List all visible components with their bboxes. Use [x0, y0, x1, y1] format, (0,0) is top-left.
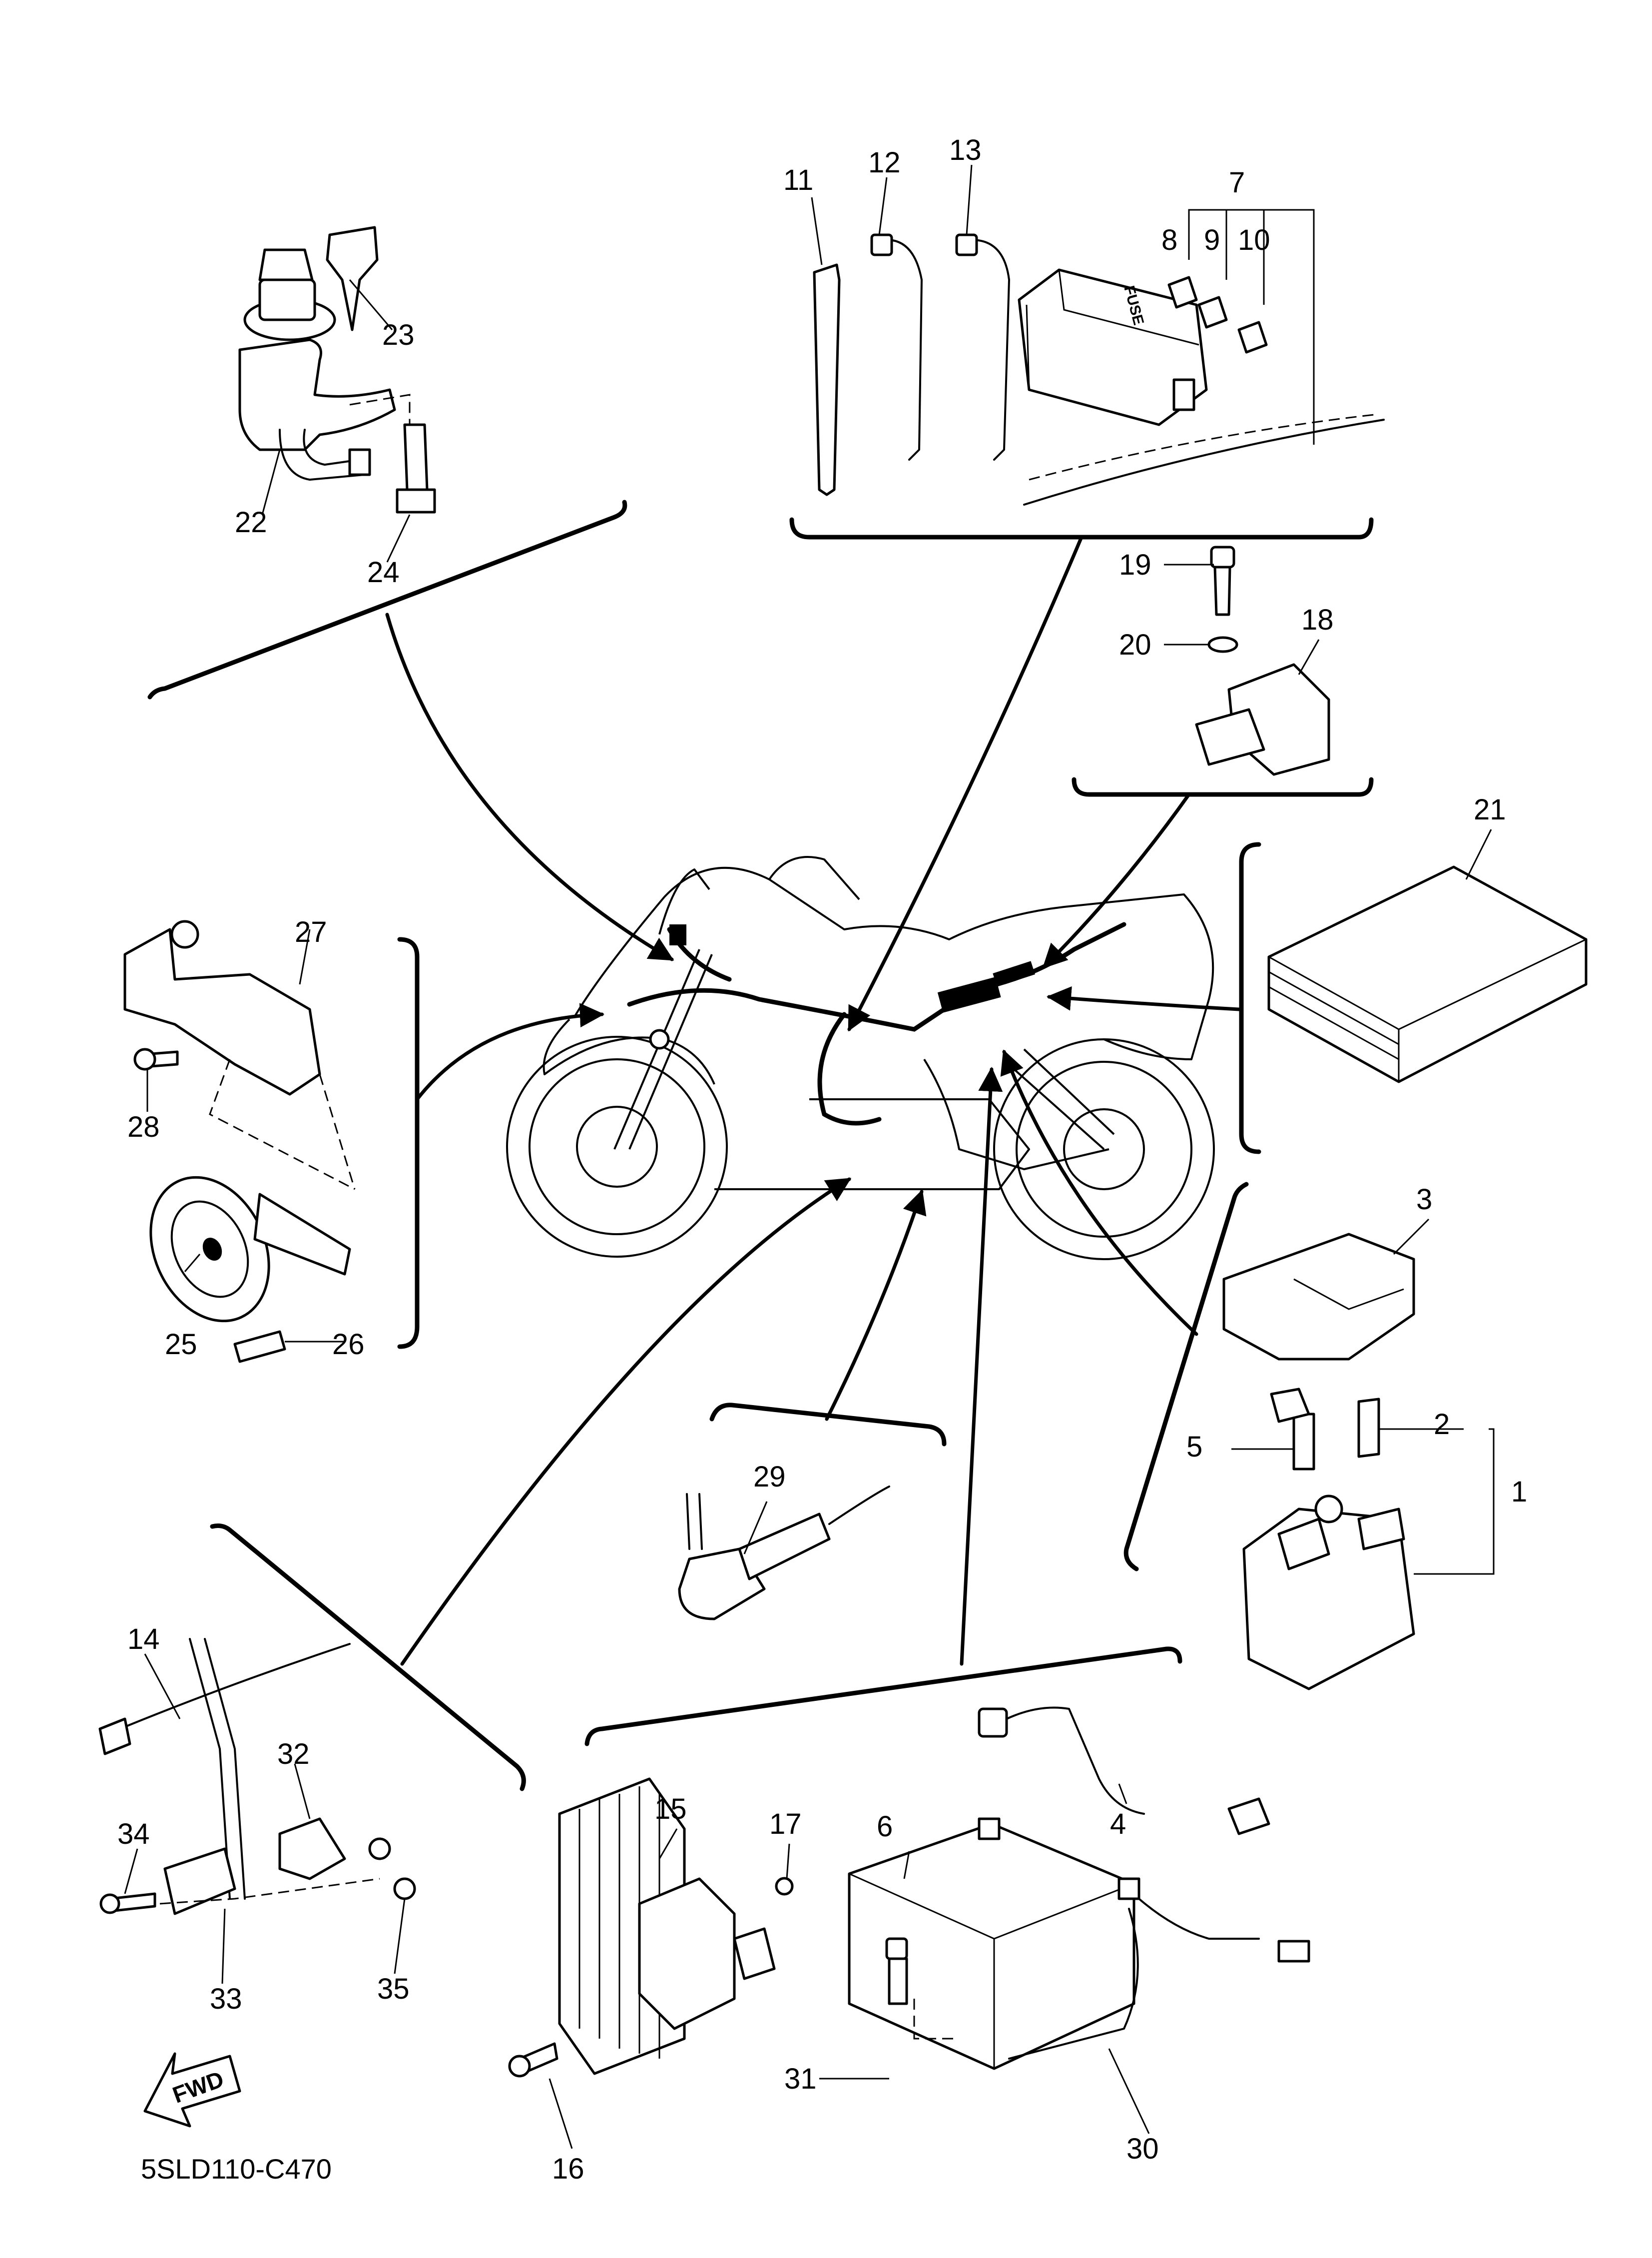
part-label-29: 29: [753, 1461, 786, 1493]
drawing-code: 5SLD110-C470: [141, 2153, 332, 2185]
ignition-switch-group: [238, 226, 436, 514]
part-label-35: 35: [377, 1973, 410, 2005]
part-label-17: 17: [769, 1808, 802, 1840]
part-label-2: 2: [1434, 1408, 1450, 1441]
part-label-14: 14: [127, 1623, 160, 1655]
part-label-32: 32: [277, 1738, 310, 1770]
forward-direction-marker: FWD: [143, 2052, 241, 2128]
part-label-5: 5: [1186, 1431, 1202, 1463]
ecu-group: [1267, 865, 1588, 1083]
part-label-8: 8: [1161, 224, 1177, 256]
part-label-34: 34: [117, 1818, 150, 1850]
part-label-33: 33: [210, 1983, 242, 2015]
part-label-13: 13: [949, 134, 982, 166]
sensor-bracket-group: [98, 1638, 416, 1915]
group-brackets: [147, 500, 1374, 1791]
connector-lines: [385, 535, 1241, 1666]
battery-group: [848, 1706, 1310, 2070]
part-label-27: 27: [295, 916, 327, 948]
leader-lines: [124, 164, 1492, 2149]
part-label-24: 24: [367, 556, 400, 589]
part-label-20: 20: [1119, 629, 1151, 661]
fuse-box-group: FUSE: [813, 209, 1385, 506]
sensor-group: [678, 1486, 890, 1620]
part-label-31: 31: [784, 2063, 817, 2095]
part-label-10: 10: [1238, 224, 1270, 256]
part-label-28: 28: [127, 1111, 160, 1143]
part-label-21: 21: [1474, 793, 1506, 826]
part-label-12: 12: [868, 146, 901, 179]
part-label-19: 19: [1119, 549, 1151, 581]
part-number-labels: 1 2 3 4 5 6 7 8 9 10 11 12 13 14 15 16 1…: [117, 134, 1527, 2185]
part-label-4: 4: [1110, 1808, 1126, 1840]
part-label-15: 15: [654, 1793, 687, 1825]
part-label-6: 6: [877, 1810, 893, 1843]
motorcycle-illustration: [506, 856, 1215, 1260]
part-label-18: 18: [1301, 604, 1334, 636]
part-label-3: 3: [1416, 1183, 1432, 1216]
part-label-1: 1: [1511, 1476, 1527, 1508]
part-label-16: 16: [552, 2153, 584, 2185]
part-label-25: 25: [165, 1328, 197, 1361]
horn-group: [123, 920, 356, 1363]
relay-group: [1195, 546, 1330, 776]
part-label-26: 26: [332, 1328, 365, 1361]
starter-relay-group: [1222, 1233, 1495, 1690]
part-label-7: 7: [1229, 166, 1245, 199]
part-label-9: 9: [1204, 224, 1220, 256]
part-label-30: 30: [1126, 2133, 1159, 2165]
regulator-group: [508, 1777, 794, 2078]
part-label-22: 22: [235, 506, 267, 539]
part-label-23: 23: [382, 319, 415, 351]
part-label-11: 11: [783, 164, 813, 196]
